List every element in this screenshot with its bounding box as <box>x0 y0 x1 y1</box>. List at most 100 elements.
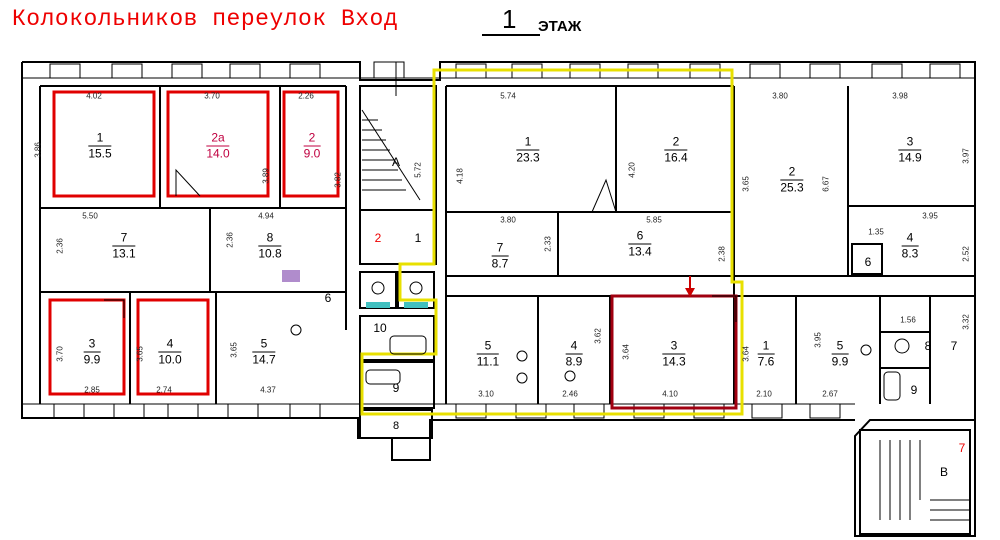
room-number: 3 <box>662 339 686 355</box>
floor-label: 1 ЭТАЖ <box>482 4 594 38</box>
label-lab-7-right: 7 <box>950 339 958 353</box>
room-number: 4 <box>901 231 919 247</box>
room-area: 8.7 <box>491 256 509 271</box>
dimension-label: 3.10 <box>478 389 494 399</box>
dimension-label: 3.97 <box>961 148 971 164</box>
dimension-label: 3.32 <box>961 314 971 330</box>
room-area: 15.5 <box>88 146 112 161</box>
floor-word: ЭТАЖ <box>538 18 582 35</box>
dimension-label: 4.20 <box>627 162 637 178</box>
room-number: 5 <box>831 339 849 355</box>
dimension-label: 3.64 <box>741 346 751 362</box>
room-area: 14.0 <box>206 146 230 161</box>
room-number: 2 <box>780 165 804 181</box>
dimension-label: 2.33 <box>543 236 553 252</box>
label-lab-8-bottom: 8 <box>392 420 400 432</box>
room-area: 10.8 <box>258 246 282 261</box>
room-area: 25.3 <box>780 180 804 195</box>
highlight-red-rooms <box>48 90 340 396</box>
dimension-label: 1.35 <box>868 227 884 237</box>
room-number: 8 <box>258 231 282 247</box>
dimension-label: 3.80 <box>772 91 788 101</box>
dimension-label: 2.46 <box>562 389 578 399</box>
label-lab-7-red: 7 <box>958 441 966 455</box>
door-swings <box>104 168 737 322</box>
room-number: 3 <box>898 135 922 151</box>
dimension-label: 3.64 <box>621 344 631 360</box>
dimension-label: 3.82 <box>333 172 343 188</box>
room-area: 13.1 <box>112 246 136 261</box>
label-lab-9-left: 9 <box>392 381 400 395</box>
room-area: 8.9 <box>565 354 583 369</box>
hatched-block <box>282 270 300 282</box>
dimension-label: 3.65 <box>135 346 145 362</box>
label-stair-a: А <box>391 155 401 169</box>
room-number: 4 <box>158 337 182 353</box>
label-lab-9-right: 9 <box>910 383 918 397</box>
room-number: 3 <box>83 337 101 353</box>
room-area: 14.7 <box>252 352 276 367</box>
room-number: 1 <box>88 131 112 147</box>
label-lab-8-right: 8 <box>924 339 932 353</box>
dimension-label: 4.02 <box>86 91 102 101</box>
label-lab-6-right: 6 <box>864 255 872 269</box>
room-area: 14.3 <box>662 354 686 369</box>
label-stair-b: В <box>939 465 949 479</box>
dimension-label: 5.72 <box>413 162 423 178</box>
street-entrance-title: Колокольников переулок Вход <box>12 6 399 32</box>
room-area: 23.3 <box>516 150 540 165</box>
room-number: 2 <box>664 135 688 151</box>
dimension-label: 3.80 <box>500 215 516 225</box>
dimension-label: 2.67 <box>822 389 838 399</box>
dimension-label: 1.56 <box>900 315 916 325</box>
dimension-label: 2.85 <box>84 385 100 395</box>
dimension-label: 2.26 <box>298 91 314 101</box>
dimension-label: 2.36 <box>55 238 65 254</box>
dimension-label: 5.50 <box>82 211 98 221</box>
label-lab-6-corr: 6 <box>324 291 332 305</box>
dimension-label: 2.38 <box>717 246 727 262</box>
room-area: 9.9 <box>83 352 101 367</box>
entrance-arrow-icon <box>685 276 695 297</box>
room-area: 13.4 <box>628 244 652 259</box>
floor-underline <box>482 34 540 36</box>
dimension-label: 3.89 <box>261 168 271 184</box>
dimension-label: 2.52 <box>961 246 971 262</box>
sanitary-fixtures <box>290 281 910 401</box>
dimension-label: 3.86 <box>33 142 43 158</box>
dimension-label: 4.18 <box>455 168 465 184</box>
green-fixture-b <box>404 302 428 308</box>
room-area: 14.9 <box>898 150 922 165</box>
dimension-label: 2.36 <box>225 232 235 248</box>
dimension-label: 3.70 <box>204 91 220 101</box>
room-area: 8.3 <box>901 246 919 261</box>
dimension-label: 6.67 <box>821 176 831 192</box>
dimension-label: 3.65 <box>741 176 751 192</box>
dimension-label: 5.85 <box>646 215 662 225</box>
room-number: 1 <box>516 135 540 151</box>
highlight-room-3-center <box>610 294 738 410</box>
room-number: 2 <box>303 131 321 147</box>
label-lab-10: 10 <box>373 321 387 335</box>
room-number: 4 <box>565 339 583 355</box>
room-number: 1 <box>757 339 775 355</box>
green-fixture-a <box>366 302 390 308</box>
label-lab-1-stair: 1 <box>414 231 422 245</box>
